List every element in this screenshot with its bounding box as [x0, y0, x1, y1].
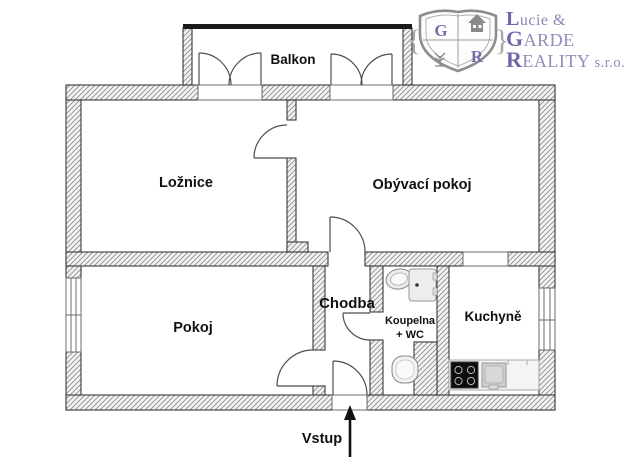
room-label-chodba: Chodba: [319, 295, 375, 312]
logo-line1-rest: ucie &: [520, 12, 566, 29]
wall-segment: [65, 394, 333, 411]
room-label-pokoj: Pokoj: [173, 320, 212, 336]
logo-line2-rest: ARDE: [524, 30, 575, 50]
entrance-label: Vstup: [302, 431, 342, 447]
wall-segment: [286, 241, 309, 253]
logo-line3: REALITY s.r.o.: [506, 47, 624, 72]
stove-icon: [450, 361, 479, 389]
wall-segment: [65, 84, 199, 101]
room-label-balkon: Balkon: [270, 52, 315, 67]
logo-wordmark: Lucie & GARDE REALITY s.r.o.: [506, 8, 624, 72]
tree-icon: [434, 52, 446, 67]
kitchen-opening: [462, 251, 509, 267]
room-labels: Balkon Ložnice Obývací pokoj Pokoj Chodb…: [159, 52, 522, 341]
door-obyvaci-pokoj: [329, 216, 366, 253]
wall-segment: [286, 157, 297, 253]
door-koupelna: [342, 312, 371, 341]
logo-line3-suffix: s.r.o.: [590, 55, 624, 71]
kitchen-sink-icon: [481, 362, 507, 390]
room-label-loznice: Ložnice: [159, 175, 213, 191]
bathroom-sink-icon: [385, 268, 413, 290]
wall-segment: [507, 251, 556, 267]
logo-line2: GARDE: [506, 26, 575, 51]
wall-segment: [369, 339, 384, 396]
shield-letter-r: R: [471, 47, 484, 66]
house-icon: [468, 14, 486, 32]
entrance-arrow-head: [344, 405, 356, 420]
room-label-obyvaci-pokoj: Obývací pokoj: [372, 177, 471, 193]
room-label-koupelna-line1: Koupelna: [385, 315, 436, 327]
logo-line1-initial: L: [506, 8, 520, 30]
toilet-icon: [391, 355, 419, 384]
room-label-kuchyne: Kuchyně: [464, 309, 522, 324]
wall-segment: [392, 84, 556, 101]
logo-shield: { } G R: [407, 9, 509, 73]
wall-segment: [65, 84, 82, 279]
entrance-annotation: Vstup: [302, 405, 356, 457]
shield-letter-g: G: [434, 21, 447, 40]
logo-line3-rest: EALITY: [522, 51, 590, 71]
balcony-door-opening-right: [329, 84, 394, 101]
doors: [198, 52, 393, 396]
wall-segment: [182, 27, 193, 86]
window-kuchyne: [538, 287, 556, 351]
wall-segment: [369, 265, 384, 313]
wall-segment: [65, 251, 329, 267]
balcony-railing: [183, 24, 412, 29]
kitchen-fixtures: [448, 359, 540, 391]
balcony-french-door-left: [198, 52, 262, 86]
door-pokoj: [276, 349, 314, 387]
agency-logo: { } G R Luc: [407, 8, 624, 73]
bathroom-fixtures: [385, 268, 438, 384]
door-entrance: [332, 360, 368, 396]
wall-segment: [286, 99, 297, 121]
wall-segment: [366, 394, 556, 411]
window-pokoj: [65, 277, 82, 353]
balcony-door-opening-left: [197, 84, 263, 101]
room-label-koupelna-line2: + WC: [396, 329, 424, 341]
windows: [65, 84, 556, 411]
wall-segment: [312, 385, 326, 396]
walls: [65, 27, 556, 411]
shield-ornament-right: }: [495, 24, 509, 57]
wall-segment: [312, 265, 326, 351]
logo-line1: Lucie &: [506, 8, 566, 30]
shield-ornament-left: {: [407, 24, 421, 57]
balcony-french-door-right: [330, 53, 393, 86]
door-loznice: [253, 124, 288, 159]
wall-segment: [436, 265, 450, 396]
washing-machine-icon: [408, 268, 438, 302]
wall-segment: [261, 84, 331, 101]
logo-line3-initial: R: [506, 47, 523, 72]
logo-line2-initial: G: [506, 26, 524, 51]
wall-segment: [364, 251, 464, 267]
